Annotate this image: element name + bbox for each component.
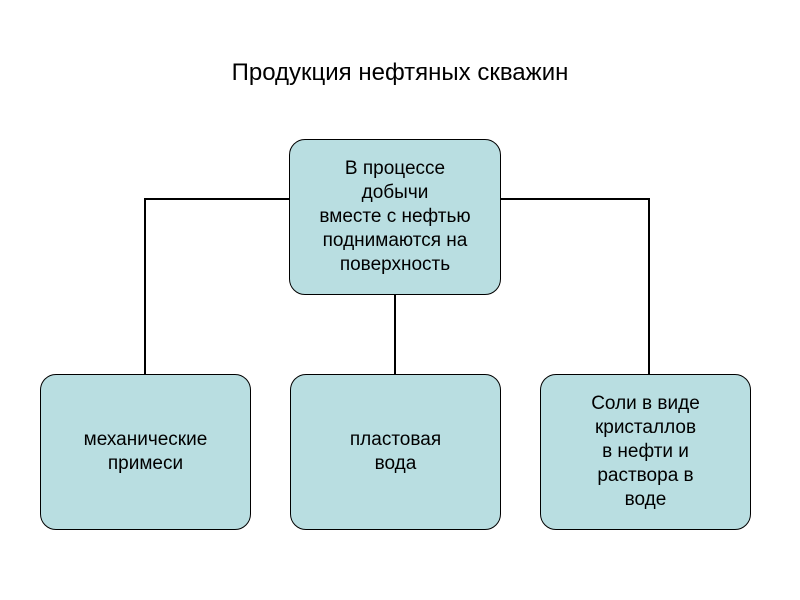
connector-left [144,198,289,374]
connector-right [501,198,650,374]
node-center-label: пластовая вода [349,429,442,474]
diagram-title: Продукция нефтяных скважин [231,59,569,86]
node-left-label: механические примеси [83,429,208,474]
node-top: В процессе добычи вместе с нефтью подним… [289,139,501,295]
node-right: Соли в виде кристаллов в нефти и раствор… [540,374,751,530]
node-right-label: Соли в виде кристаллов в нефти и раствор… [591,393,700,510]
node-top-label: В процессе добычи вместе с нефтью подним… [319,158,471,275]
node-center: пластовая вода [290,374,501,530]
node-left: механические примеси [40,374,251,530]
